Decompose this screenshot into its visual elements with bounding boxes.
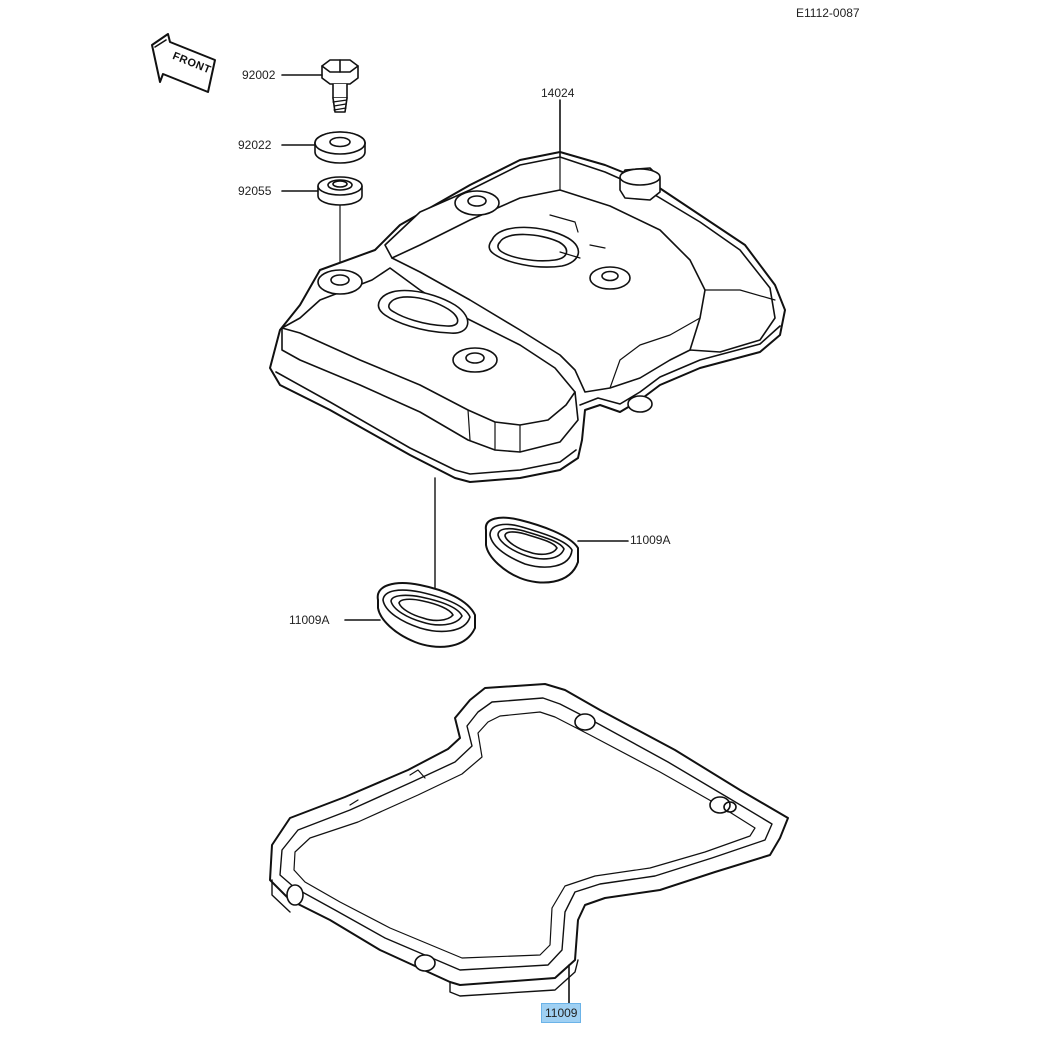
reference-code: E1112-0087: [796, 6, 860, 20]
grommet-part[interactable]: [317, 176, 363, 206]
part-label-92055[interactable]: 92055: [238, 184, 272, 198]
front-arrow-icon: FRONT: [151, 33, 216, 93]
part-label-11009-highlighted[interactable]: 11009: [540, 1003, 582, 1023]
part-label-92022[interactable]: 92022: [238, 138, 272, 152]
plug-gasket-right-part[interactable]: [484, 516, 579, 584]
cylinder-head-cover-part[interactable]: [269, 151, 786, 483]
head-cover-gasket-part[interactable]: [269, 683, 789, 997]
washer-part[interactable]: [314, 131, 366, 164]
part-label-11009a-right[interactable]: 11009A: [630, 533, 671, 547]
bolt-part[interactable]: [321, 59, 359, 113]
part-label-92002[interactable]: 92002: [242, 68, 276, 82]
plug-gasket-left-part[interactable]: [376, 582, 476, 648]
part-label-14024[interactable]: 14024: [541, 86, 575, 100]
part-label-11009a-left[interactable]: 11009A: [289, 613, 330, 627]
